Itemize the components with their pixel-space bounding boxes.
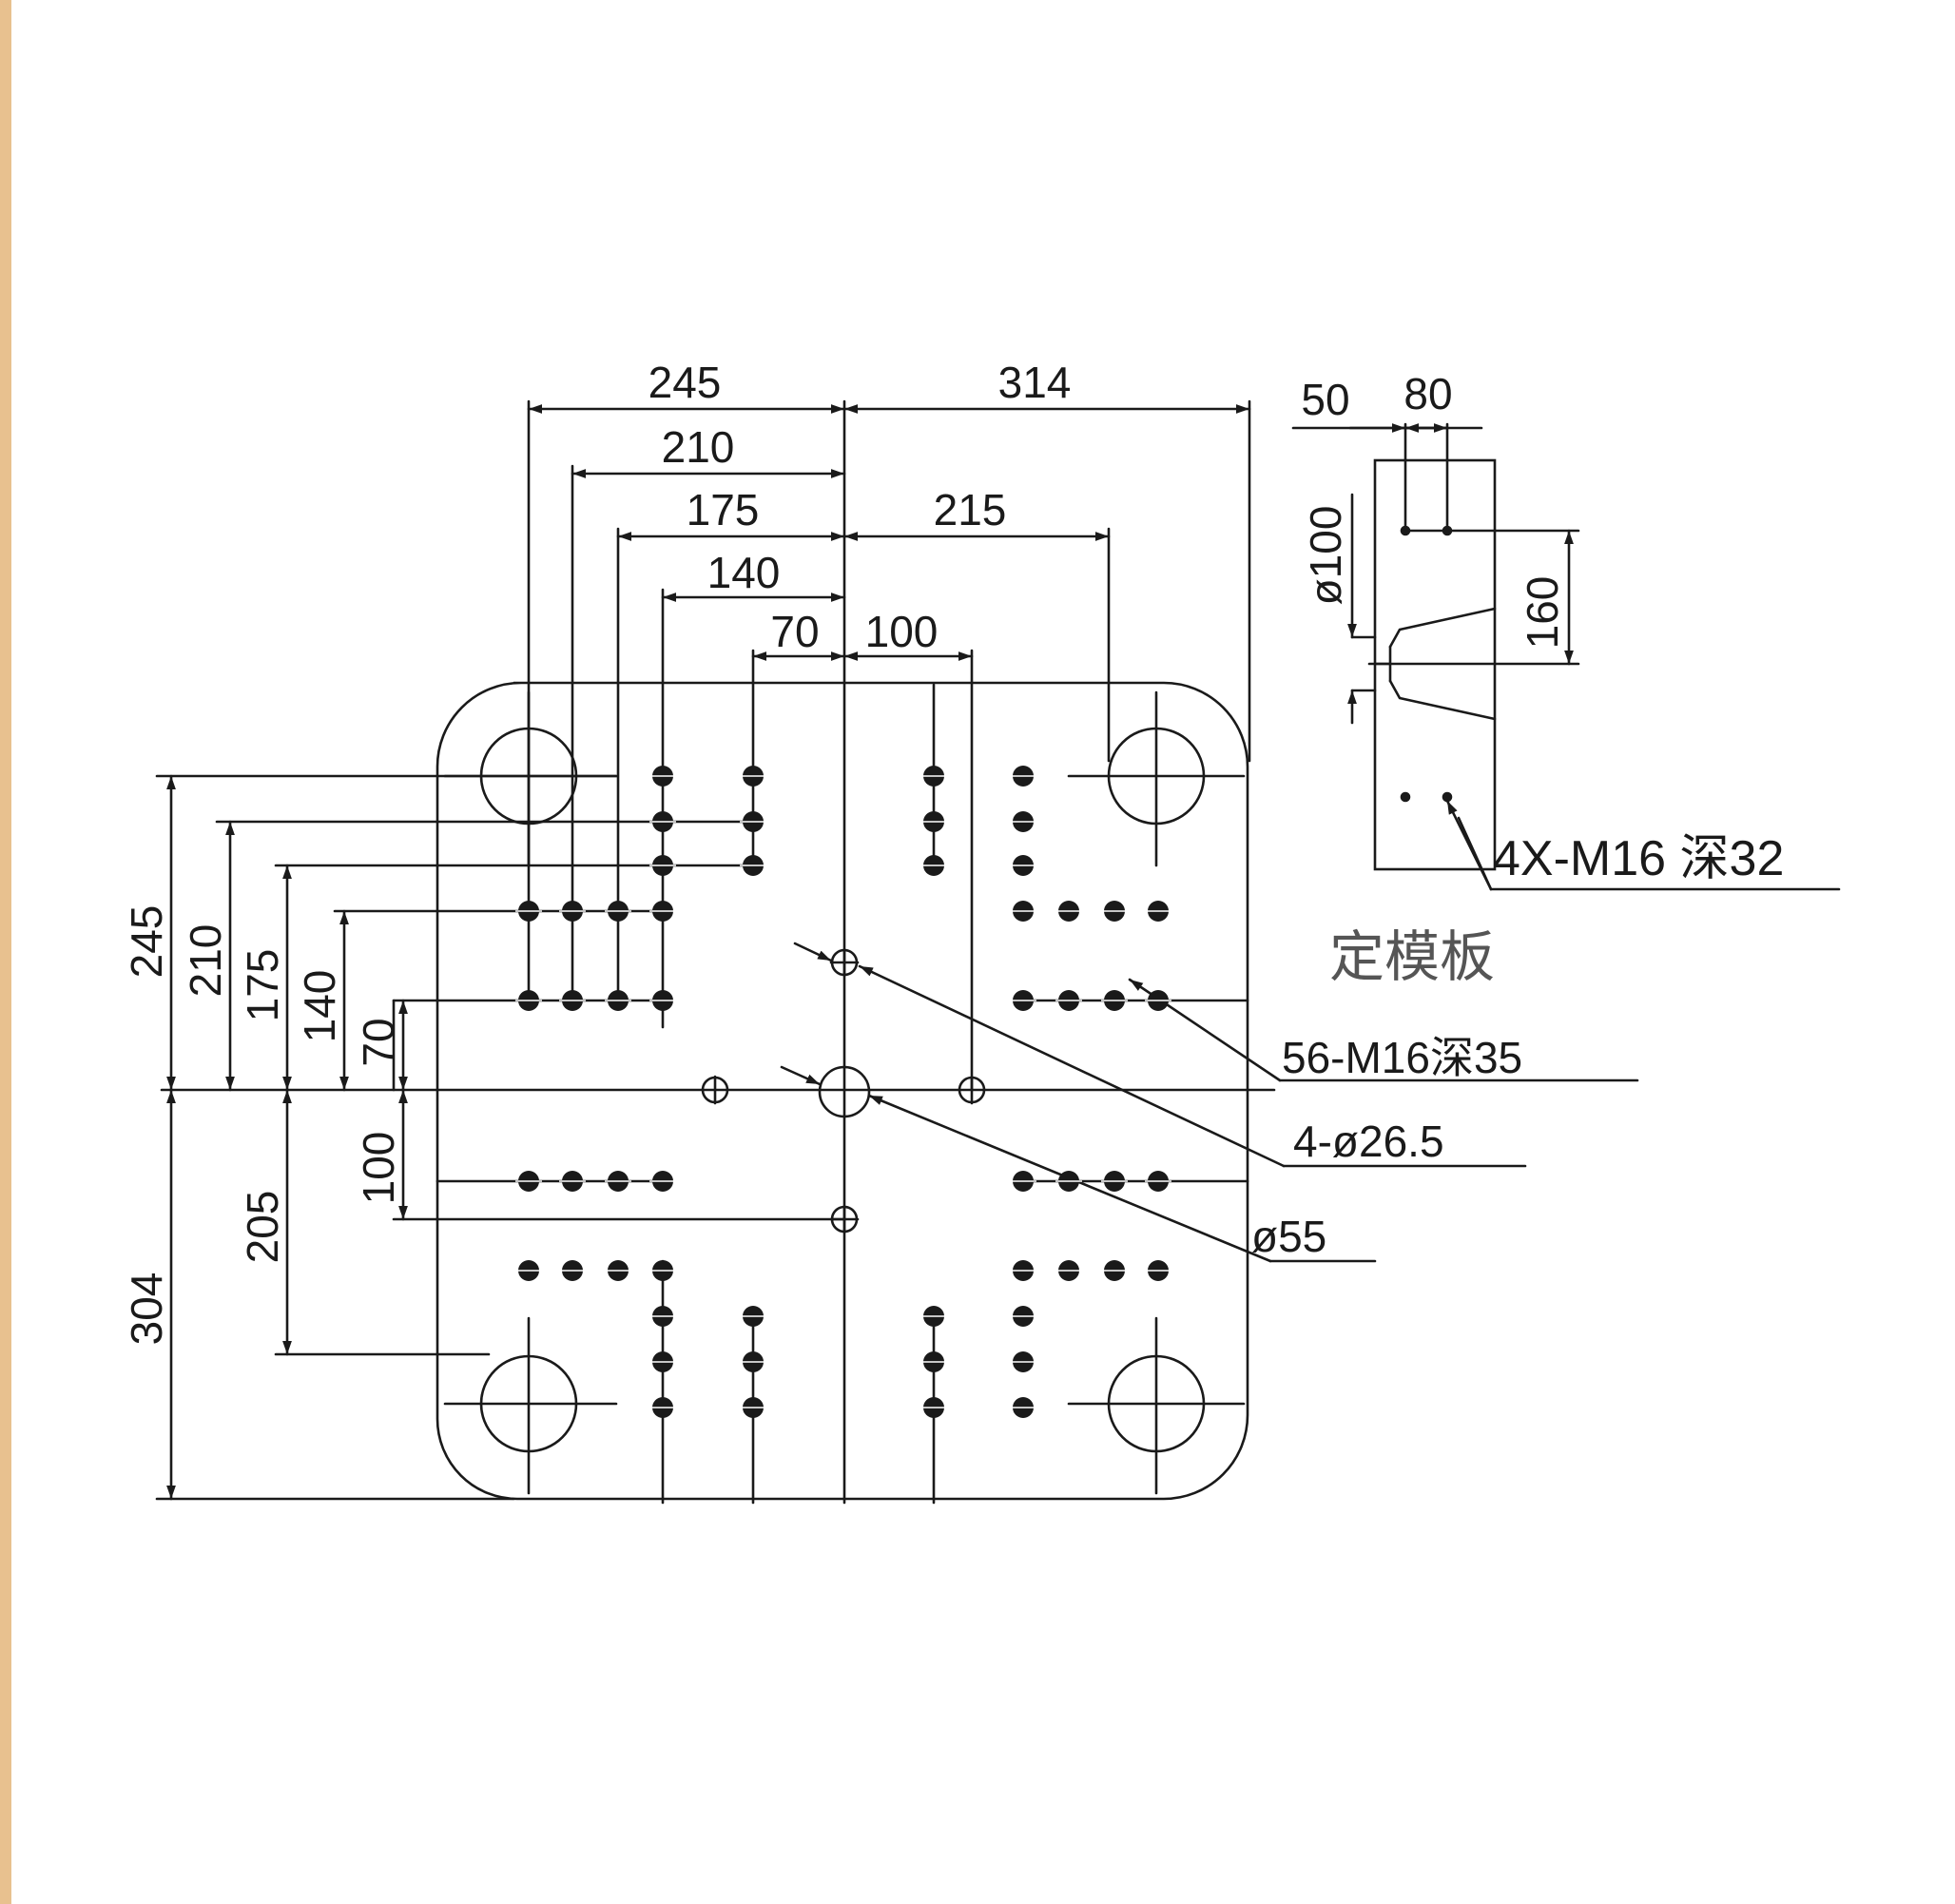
dim-top-314: 314	[998, 358, 1072, 407]
plate-label: 定模板	[1329, 924, 1495, 989]
page-edge-strip	[0, 0, 11, 1904]
dim-top-100: 100	[865, 607, 939, 656]
dim-left-70: 70	[354, 1018, 403, 1066]
callout-leaders	[780, 942, 1639, 1263]
callout-center-hole: ø55	[1251, 1212, 1326, 1261]
dim-left-210: 210	[181, 924, 230, 998]
dim-left-205: 205	[238, 1191, 287, 1264]
dim-top-215: 215	[934, 485, 1007, 534]
left-dimension-lines	[166, 774, 408, 1501]
dim-left-304: 304	[122, 1273, 171, 1346]
top-dimension-lines	[527, 404, 1251, 661]
side-dim-50: 50	[1301, 375, 1349, 424]
tapped-holes-m16	[515, 766, 1171, 1418]
dim-left-175: 175	[238, 949, 287, 1022]
dim-top-140: 140	[707, 548, 781, 597]
side-dim-dia100: ø100	[1301, 506, 1350, 606]
center-holes	[701, 947, 986, 1234]
callout-small-holes: 4-ø26.5	[1293, 1117, 1444, 1166]
left-extension-lines	[155, 774, 1249, 1501]
side-dim-80: 80	[1403, 369, 1452, 418]
top-extension-lines	[527, 399, 1251, 1505]
dim-top-245: 245	[648, 358, 722, 407]
side-dim-160: 160	[1518, 576, 1567, 650]
dim-left-100: 100	[354, 1132, 403, 1205]
dim-top-70: 70	[770, 607, 819, 656]
plate-outline	[436, 681, 1249, 1501]
dim-top-210: 210	[662, 422, 735, 472]
side-view-drawing	[1291, 422, 1841, 891]
dim-left-245: 245	[122, 905, 171, 979]
dim-top-175: 175	[687, 485, 760, 534]
callout-tapped-holes: 56-M16深35	[1282, 1033, 1522, 1082]
dim-left-140: 140	[295, 970, 344, 1043]
bolt-callout: 4X-M16 深32	[1493, 831, 1784, 886]
